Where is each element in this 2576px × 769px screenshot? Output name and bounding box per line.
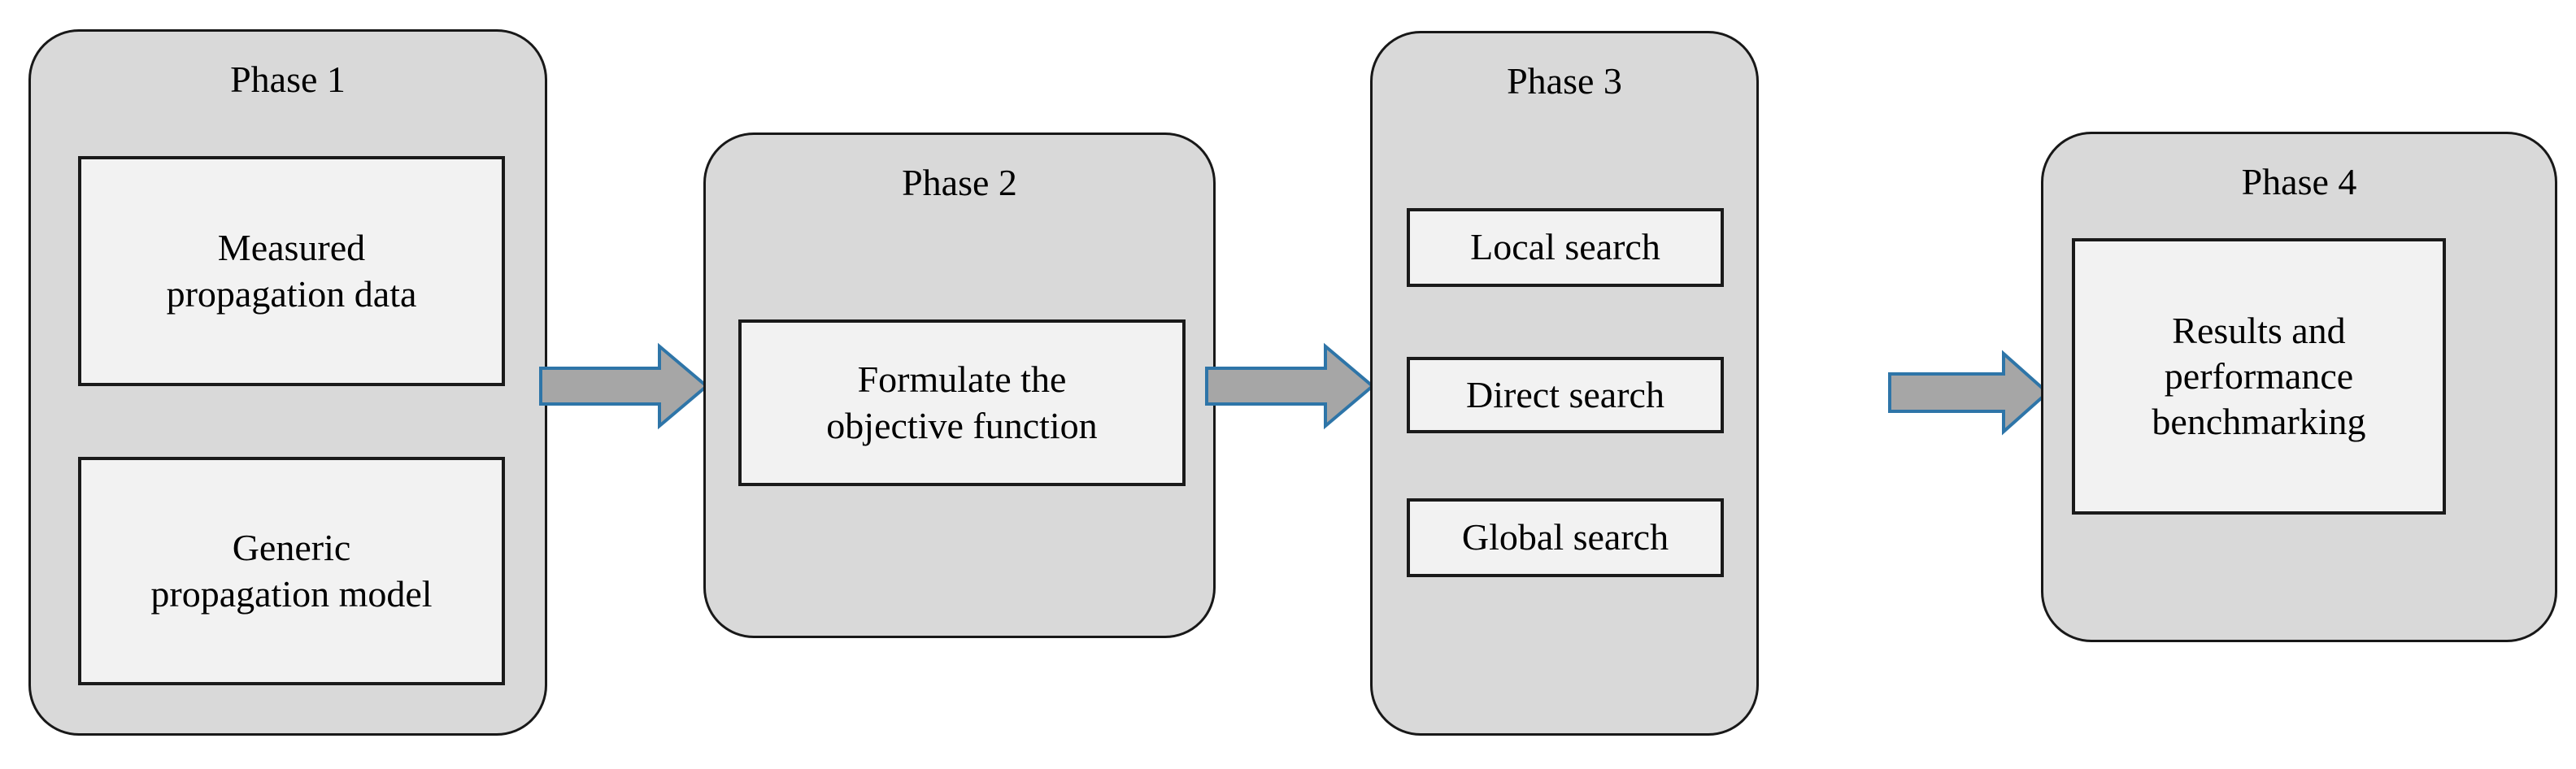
task-box-formulate-objective-function: Formulate the objective function xyxy=(738,319,1186,486)
results-performance-benchmarking-line-3: benchmarking xyxy=(2152,401,2366,443)
phase-2-title: Phase 2 xyxy=(902,162,1017,203)
phase-3-container: Phase 3 Local search Direct search Globa… xyxy=(1370,31,1759,736)
task-box-direct-search: Direct search xyxy=(1407,357,1724,433)
results-performance-benchmarking-line-1: Results and xyxy=(2172,309,2346,351)
phase-2-container: Phase 2 Formulate the objective function xyxy=(703,133,1216,638)
task-box-results-performance-benchmarking: Results and performance benchmarking xyxy=(2072,238,2446,515)
task-box-global-search: Global search xyxy=(1407,498,1724,577)
measured-propagation-data-line-2: propagation data xyxy=(166,272,417,315)
formulate-objective-function-line-1: Formulate the xyxy=(857,358,1067,401)
results-performance-benchmarking-line-2: performance xyxy=(2164,354,2354,397)
phase-3-title: Phase 3 xyxy=(1507,60,1622,102)
generic-propagation-model-line-1: Generic xyxy=(232,527,351,569)
arrow-phase2-to-phase3-icon xyxy=(1205,341,1376,431)
task-box-generic-propagation-model: Generic propagation model xyxy=(78,457,505,685)
local-search-label: Local search xyxy=(1470,226,1660,268)
formulate-objective-function-line-2: objective function xyxy=(826,404,1098,446)
task-box-local-search: Local search xyxy=(1407,208,1724,287)
arrow-phase3-to-phase4-icon xyxy=(1888,350,2051,436)
measured-propagation-data-line-1: Measured xyxy=(217,227,366,269)
generic-propagation-model-line-2: propagation model xyxy=(150,572,433,615)
phase-4-title: Phase 4 xyxy=(2241,161,2357,202)
direct-search-label: Direct search xyxy=(1466,373,1664,415)
task-box-measured-propagation-data: Measured propagation data xyxy=(78,156,505,386)
arrow-phase1-to-phase2-icon xyxy=(539,341,710,431)
global-search-label: Global search xyxy=(1461,516,1669,558)
phase-1-title: Phase 1 xyxy=(230,59,346,100)
phase-4-container: Phase 4 Results and performance benchmar… xyxy=(2041,132,2557,642)
phase-1-container: Phase 1 Measured propagation data Generi… xyxy=(28,29,547,736)
